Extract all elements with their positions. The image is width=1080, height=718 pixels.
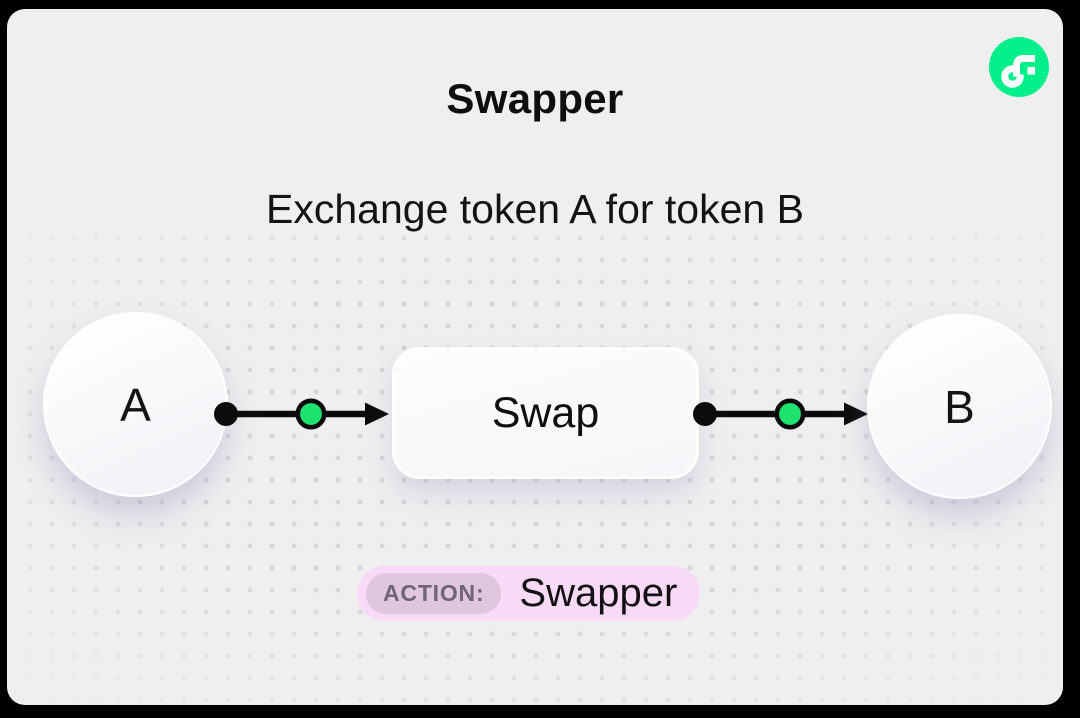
action-badge: ACTION: Swapper [357, 566, 701, 621]
action-badge-value: Swapper [519, 571, 678, 615]
flow-logo-icon [989, 37, 1049, 97]
connector-relay-node [774, 398, 806, 430]
arrowhead-icon [844, 402, 868, 426]
connector-start-dot [214, 402, 238, 426]
page-title: Swapper [446, 75, 624, 122]
swapper-card: Swapper Exchange token A for token B A S… [7, 9, 1063, 705]
swap-node-label: Swap [491, 388, 600, 437]
connector-arrow-a-to-swap [214, 398, 389, 430]
swap-process-node: Swap [392, 347, 699, 479]
connector-relay-node [295, 398, 327, 430]
token-b-label: B [944, 380, 975, 433]
token-b-node: B [867, 314, 1052, 499]
token-a-label: A [120, 378, 151, 431]
connector-start-dot [693, 402, 717, 426]
page-subtitle: Exchange token A for token B [266, 186, 804, 232]
action-badge-label: ACTION: [366, 573, 502, 614]
connector-arrow-swap-to-b [693, 398, 868, 430]
arrowhead-icon [365, 402, 389, 426]
token-a-node: A [43, 312, 228, 497]
